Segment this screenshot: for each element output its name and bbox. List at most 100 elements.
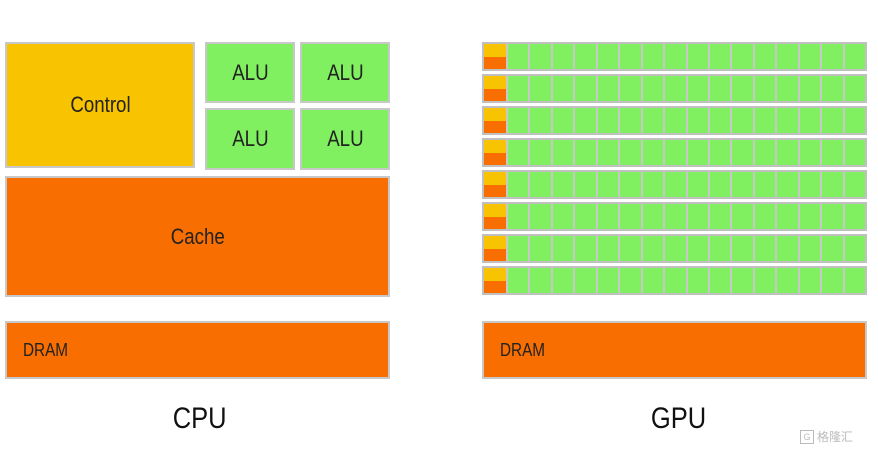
gpu-alu-cell — [687, 140, 708, 165]
gpu-alu-cell — [508, 140, 529, 165]
gpu-alu-cell — [822, 140, 843, 165]
cache-label: Cache — [170, 223, 225, 249]
gpu-alu-cell — [732, 204, 753, 229]
gpu-alu-cell — [665, 204, 686, 229]
gpu-alu-cell — [508, 44, 529, 69]
gpu-alu-cell — [508, 172, 529, 197]
gpu-alu-cell — [709, 268, 731, 293]
gpu-alu-cell — [665, 172, 686, 197]
gpu-alu-cell — [799, 204, 821, 229]
gpu-alu-cell — [597, 172, 619, 197]
gpu-alu-cell — [754, 44, 776, 69]
gpu-alu-cell — [687, 44, 708, 69]
gpu-cache-cell — [484, 56, 506, 69]
gpu-alu-cell — [732, 140, 753, 165]
gpu-alu-cell — [530, 108, 551, 133]
cpu-dram-block: DRAM — [5, 321, 390, 379]
gpu-alu-cell — [665, 140, 686, 165]
gpu-alu-cell — [552, 172, 574, 197]
gpu-alu-cell — [642, 76, 664, 101]
gpu-control-cache-cell — [484, 108, 506, 133]
gpu-alu-cell — [665, 268, 686, 293]
gpu-alu-cell — [844, 108, 865, 133]
gpu-control-cell — [484, 204, 506, 217]
gpu-cache-cell — [484, 280, 506, 293]
gpu-alu-cell — [844, 204, 865, 229]
gpu-alu-cell — [575, 140, 596, 165]
dram-label: DRAM — [22, 339, 69, 360]
cpu-cache-block: Cache — [5, 176, 390, 297]
gpu-alu-cell — [530, 204, 551, 229]
gpu-alu-cell — [754, 108, 776, 133]
gpu-alu-cell — [799, 140, 821, 165]
gpu-alu-cell — [777, 268, 798, 293]
gpu-alu-cell — [687, 108, 708, 133]
gpu-alu-cell — [620, 172, 641, 197]
gpu-alu-cell — [508, 236, 529, 261]
gpu-alu-cell — [552, 204, 574, 229]
gpu-control-cache-cell — [484, 172, 506, 197]
gpu-alu-cell — [687, 172, 708, 197]
cpu-alu-block: ALU — [205, 108, 295, 170]
gpu-alu-cell — [777, 44, 798, 69]
gpu-alu-cell — [822, 108, 843, 133]
gpu-control-cache-cell — [484, 204, 506, 229]
gpu-alu-cell — [777, 140, 798, 165]
gpu-alu-cell — [642, 140, 664, 165]
gpu-alu-cell — [822, 172, 843, 197]
gpu-core-row — [482, 138, 867, 167]
gpu-alu-cell — [754, 172, 776, 197]
gpu-alu-cell — [552, 268, 574, 293]
gpu-control-cache-cell — [484, 76, 506, 101]
gpu-cache-cell — [484, 216, 506, 229]
gpu-dram-block: DRAM — [482, 321, 867, 379]
gpu-alu-cell — [754, 236, 776, 261]
gpu-alu-cell — [552, 140, 574, 165]
gpu-alu-cell — [642, 44, 664, 69]
gpu-alu-cell — [597, 140, 619, 165]
gpu-alu-cell — [642, 268, 664, 293]
gpu-control-cell — [484, 44, 506, 57]
gpu-alu-cell — [709, 236, 731, 261]
gpu-alu-cell — [709, 44, 731, 69]
gpu-alu-cell — [508, 76, 529, 101]
gpu-alu-cell — [799, 44, 821, 69]
gpu-alu-cell — [530, 76, 551, 101]
gpu-control-cache-cell — [484, 44, 506, 69]
gpu-alu-cell — [597, 108, 619, 133]
gpu-core-row — [482, 170, 867, 199]
gpu-alu-cell — [642, 204, 664, 229]
gpu-alu-cell — [732, 108, 753, 133]
gpu-alu-cell — [754, 140, 776, 165]
gpu-alu-cell — [822, 44, 843, 69]
gpu-alu-cell — [620, 76, 641, 101]
gpu-alu-cell — [530, 268, 551, 293]
gpu-alu-cell — [597, 268, 619, 293]
gpu-alu-cell — [620, 44, 641, 69]
cpu-title: CPU — [172, 402, 227, 435]
gpu-alu-cell — [844, 172, 865, 197]
gpu-alu-cell — [508, 204, 529, 229]
gpu-alu-cell — [732, 268, 753, 293]
gpu-alu-cell — [709, 76, 731, 101]
gpu-alu-cell — [822, 236, 843, 261]
gpu-alu-cell — [575, 108, 596, 133]
gpu-control-cache-cell — [484, 236, 506, 261]
gpu-alu-cell — [620, 108, 641, 133]
gpu-alu-cell — [620, 268, 641, 293]
gpu-control-cell — [484, 236, 506, 249]
gpu-control-cell — [484, 76, 506, 89]
gpu-core-row — [482, 202, 867, 231]
gpu-alu-cell — [777, 204, 798, 229]
gpu-alu-cell — [799, 172, 821, 197]
gpu-alu-cell — [642, 172, 664, 197]
gpu-alu-cell — [754, 76, 776, 101]
gpu-alu-cell — [732, 236, 753, 261]
gpu-cache-cell — [484, 184, 506, 197]
gpu-alu-cell — [575, 76, 596, 101]
gpu-alu-cell — [575, 236, 596, 261]
gpu-alu-cell — [754, 268, 776, 293]
gpu-alu-cell — [597, 76, 619, 101]
gpu-alu-cell — [508, 108, 529, 133]
